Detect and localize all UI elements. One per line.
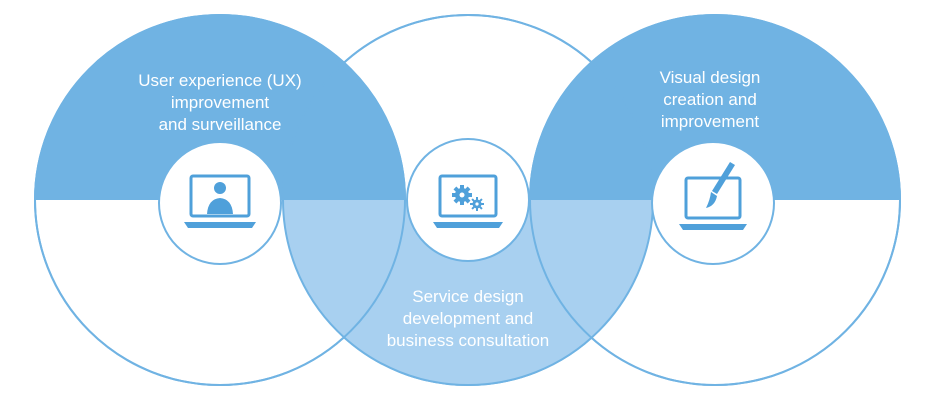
paintbrush-icon — [706, 162, 735, 208]
gear-icon — [452, 185, 472, 205]
laptop-gears-icon — [433, 174, 503, 228]
left-circle-top-fill — [35, 15, 405, 200]
section-label-ux: User experience (UX) improvement and sur… — [138, 71, 302, 134]
section-label-visual-design: Visual design creation and improvement — [659, 68, 761, 131]
laptop-paintbrush-icon — [679, 162, 747, 230]
laptop-user-icon — [184, 174, 256, 228]
right-circle-top-fill — [530, 15, 900, 200]
center-circle-bottom-fill — [283, 200, 653, 385]
small-gear-icon — [470, 197, 484, 211]
section-label-service-design: Service design development and business … — [386, 287, 550, 350]
